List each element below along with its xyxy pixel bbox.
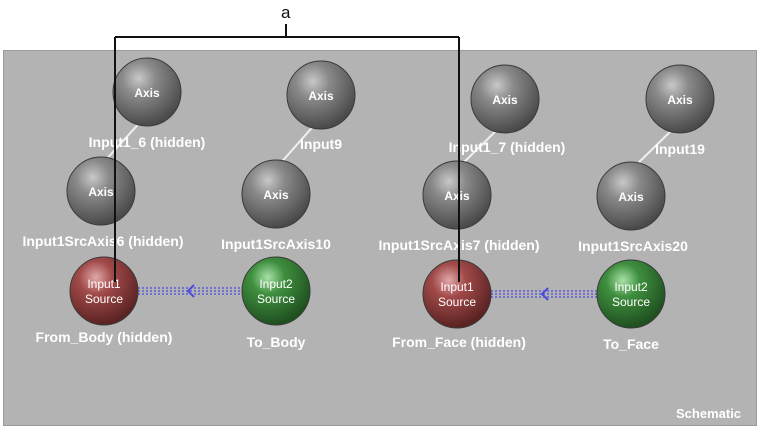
dotted-link-arrow[interactable] [491, 287, 597, 301]
node-label: From_Face (hidden) [392, 334, 526, 350]
sphere-text: Axis [308, 89, 334, 103]
node-label: Input19 [655, 141, 705, 157]
dotted-link-arrow[interactable] [138, 284, 242, 298]
sphere-text: Axis [444, 189, 470, 203]
node-label: From_Body (hidden) [36, 329, 173, 345]
axis-sphere-icon[interactable] [286, 60, 356, 130]
node-label: Input1SrcAxis10 [221, 236, 331, 252]
source-sphere-icon[interactable] [596, 259, 666, 329]
callout-label: a [281, 3, 291, 22]
sphere-text: Axis [88, 185, 114, 199]
sphere-text: Axis [263, 188, 289, 202]
sphere-text: Axis [134, 86, 160, 100]
axis-sphere-icon[interactable] [470, 64, 540, 134]
sphere-text: Input2 [614, 280, 648, 294]
sphere-text: Source [257, 292, 295, 306]
node-label: Input1SrcAxis20 [578, 238, 688, 254]
node-label: Input1_6 (hidden) [89, 134, 206, 150]
node-label: To_Face [603, 336, 659, 352]
sphere-text: Axis [618, 190, 644, 204]
axis-sphere-icon[interactable] [422, 160, 492, 230]
connection-line[interactable] [102, 118, 144, 164]
source-sphere-icon[interactable] [422, 259, 492, 329]
connection-line[interactable] [458, 125, 502, 168]
axis-sphere-icon[interactable] [241, 159, 311, 229]
sphere-text: Source [612, 295, 650, 309]
source-sphere-icon[interactable] [69, 256, 139, 326]
node-label: Input9 [300, 136, 342, 152]
node-label: To_Body [247, 334, 306, 350]
sphere-text: Source [85, 292, 123, 306]
sphere-text: Input1 [440, 280, 474, 294]
sphere-text: Axis [492, 93, 518, 107]
node-label: Input1SrcAxis7 (hidden) [378, 237, 539, 253]
axis-sphere-icon[interactable] [596, 161, 666, 231]
sphere-text: Input2 [259, 277, 293, 291]
axis-sphere-icon[interactable] [112, 57, 182, 127]
connection-line[interactable] [632, 125, 677, 169]
source-sphere-icon[interactable] [241, 256, 311, 326]
sphere-text: Source [438, 295, 476, 309]
axis-sphere-icon[interactable] [645, 64, 715, 134]
axis-sphere-icon[interactable] [66, 156, 136, 226]
sphere-text: Input1 [87, 277, 121, 291]
node-label: Input1SrcAxis6 (hidden) [22, 233, 183, 249]
node-label: Input1_7 (hidden) [449, 139, 566, 155]
sphere-text: Axis [667, 93, 693, 107]
schematic-title: Schematic [676, 406, 741, 421]
connection-line[interactable] [277, 121, 318, 167]
